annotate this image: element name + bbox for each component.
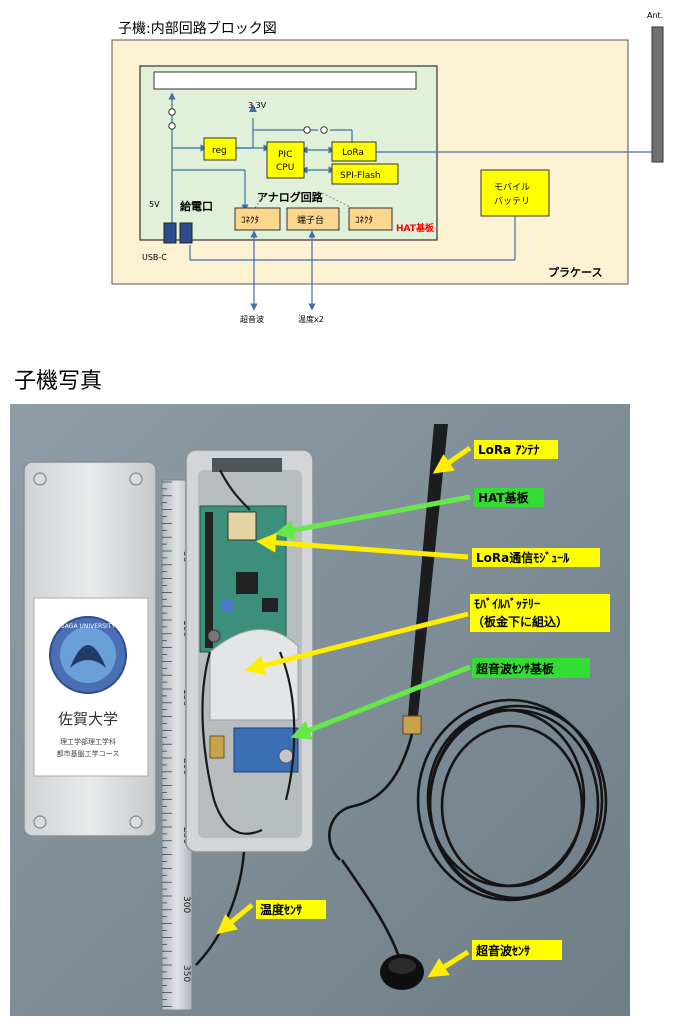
label-bg-lora-antenna (474, 440, 558, 459)
header-bar (153, 71, 417, 90)
antenna-label: Ant. (647, 11, 663, 20)
capacitor (207, 629, 221, 643)
seal-bird (70, 645, 106, 668)
usb-connector (179, 222, 193, 244)
vcc-triangle (249, 104, 257, 112)
terminal-block-box (286, 207, 340, 231)
lora-label: LoRa (342, 148, 364, 158)
connector-right-label: ｺﾈｸﾀ (355, 215, 373, 226)
ruler-number: 300 (181, 896, 191, 913)
university-name: 佐賀大学 (58, 710, 118, 728)
label-bg-lora-module (472, 548, 600, 567)
analog-label: アナログ回路 (257, 190, 324, 204)
department-line1: 理工学部理工学科 (60, 737, 116, 746)
label-bg-ultrasonic-sensor (472, 940, 562, 960)
label-bg-hat-board (474, 488, 544, 507)
annotation-arrows (216, 445, 472, 978)
flash-box (331, 163, 399, 185)
ruler-ticks (162, 481, 172, 1007)
annotation-ultrasonic-board: 超音波ｾﾝｻ基板 (475, 661, 555, 676)
ruler-number: 350 (181, 965, 191, 982)
antenna-rod (651, 26, 664, 163)
department-line2: 都市基盤工学コース (57, 749, 120, 758)
cpu-label-1: PIC (278, 150, 292, 160)
screw (129, 472, 143, 486)
pin-header (205, 512, 213, 648)
battery-box (480, 169, 550, 217)
lora-box (331, 141, 377, 162)
label-bg-battery (470, 594, 610, 632)
chip (262, 598, 278, 612)
antenna-connector (402, 715, 422, 735)
battery-line1: モバイル (494, 182, 530, 193)
screw (129, 815, 143, 829)
annotation-battery-line2: （板金下に組込） (472, 614, 568, 629)
annotation-battery-line1: ﾓﾊﾞｲﾙﾊﾞｯﾃﾘｰ (474, 596, 540, 611)
ultrasonic-sensor-face (388, 958, 416, 974)
voltage-5v: 5V (149, 200, 160, 209)
annotation-lora-module: LoRa通信ﾓｼﾞｭｰﾙ (476, 550, 570, 565)
sensor-element (278, 748, 294, 764)
usb-connector (163, 222, 177, 244)
cpu-box (266, 141, 305, 179)
photo-title: 子機写真 (14, 369, 102, 394)
hat-label: HAT基板 (396, 222, 435, 234)
case-hinge (212, 458, 282, 472)
block-diagram: 子機:内部回路ブロック図 Ant. プラケース HAT基板 (111, 11, 664, 324)
voltage-3v3: 3.3V (248, 101, 267, 110)
switch-contact (303, 126, 311, 134)
sma-connector (209, 735, 225, 759)
temperature-label: 温度x2 (298, 314, 324, 324)
terminal (222, 600, 234, 612)
seal-ring-text: SAGA UNIVERSITY (61, 623, 116, 630)
metal-plate (209, 628, 299, 721)
battery-line2: バッテリ (494, 196, 530, 207)
screw (33, 472, 47, 486)
cpu-label-2: CPU (276, 163, 294, 173)
usb-label: USB-C (142, 253, 167, 262)
chip (236, 572, 258, 594)
wiring (168, 92, 652, 311)
lora-antenna (408, 424, 448, 716)
annotation-ultrasonic-sensor: 超音波ｾﾝｻ (475, 943, 530, 958)
cable-coil (328, 698, 608, 961)
device-photo: SAGA UNIVERSITY 佐賀大学 理工学部理工学科 都市基盤工学コース … (10, 404, 630, 1016)
analog-dotted (254, 192, 353, 209)
label-bg-temperature (256, 900, 326, 919)
diagram-title: 子機:内部回路ブロック図 (118, 20, 277, 37)
annotation-temperature-sensor: 温度ｾﾝｻ (260, 902, 302, 917)
reg-box (203, 137, 237, 161)
case-label: プラケース (548, 265, 602, 279)
flash-label: SPI-Flash (340, 171, 381, 181)
power-port-label: 給電口 (180, 199, 213, 213)
switch-contact (320, 126, 328, 134)
ultrasonic-label: 超音波 (240, 314, 264, 324)
switch-contact (168, 122, 176, 130)
terminal-block-label: 端子台 (297, 214, 324, 226)
lora-module (227, 511, 257, 541)
screw (33, 815, 47, 829)
annotation-lora-antenna: LoRa ｱﾝﾃﾅ (478, 443, 539, 457)
connector-right-box (348, 207, 393, 231)
reg-label: reg (212, 146, 227, 156)
connector-left-box (234, 207, 281, 231)
label-bg-ultrasonic-board (472, 658, 590, 678)
connector-left-label: ｺﾈｸﾀ (241, 215, 259, 226)
annotation-hat-board: HAT基板 (478, 490, 530, 505)
switch-contact (168, 108, 176, 116)
